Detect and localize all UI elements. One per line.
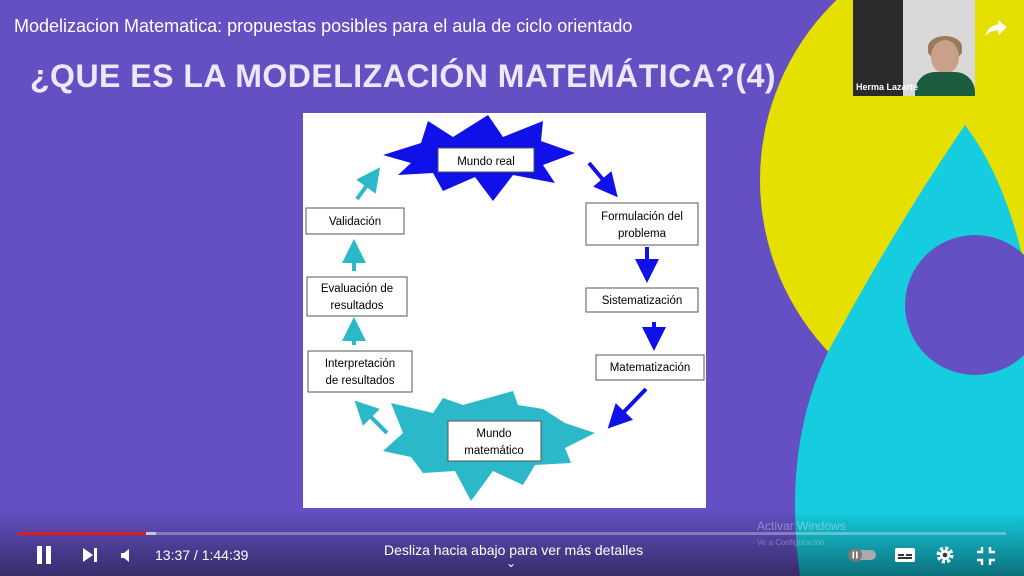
- participant-name: Herma Lazarte: [856, 82, 919, 92]
- node-mundo-real: Mundo real: [457, 156, 515, 168]
- subtitles-icon[interactable]: [894, 546, 916, 569]
- settings-icon[interactable]: [935, 545, 955, 570]
- node-interpretacion: Interpretación: [325, 358, 395, 370]
- node-formulacion-2: problema: [618, 228, 667, 240]
- video-title[interactable]: Modelizacion Matematica: propuestas posi…: [14, 16, 633, 36]
- node-validacion: Validación: [329, 216, 381, 228]
- model-diagram: Mundo real Formulación del problema Sist…: [303, 113, 706, 508]
- watermark-sub: Ve a Configuración: [757, 538, 825, 547]
- node-matematizacion: Matematización: [610, 362, 691, 374]
- progress-bar[interactable]: [18, 532, 1006, 535]
- slide-heading: ¿QUE ES LA MODELIZACIÓN MATEMÁTICA?(4): [30, 58, 777, 94]
- participant-video: Herma Lazarte: [853, 0, 975, 96]
- volume-icon[interactable]: [120, 548, 136, 568]
- node-mundo-matematico: Mundo: [476, 428, 511, 440]
- time-display: 13:37 / 1:44:39: [155, 547, 249, 563]
- autoplay-toggle[interactable]: [846, 547, 878, 568]
- node-evaluacion: Evaluación de: [321, 283, 393, 295]
- node-sistematizacion: Sistematización: [602, 295, 683, 307]
- chevron-down-icon[interactable]: ⌄: [506, 556, 517, 570]
- watermark: Activar Windows: [757, 519, 846, 533]
- share-icon[interactable]: [982, 14, 1010, 42]
- swipe-hint[interactable]: Desliza hacia abajo para ver más detalle…: [384, 542, 644, 558]
- node-formulacion: Formulación del: [601, 211, 683, 223]
- exit-fullscreen-icon[interactable]: [976, 546, 996, 571]
- pause-icon[interactable]: [34, 544, 54, 571]
- node-interpretacion-2: de resultados: [325, 375, 394, 387]
- node-evaluacion-2: resultados: [330, 300, 383, 312]
- node-mundo-matematico-2: matemático: [464, 445, 523, 457]
- purple-circle: [905, 235, 1024, 375]
- next-icon[interactable]: [81, 547, 99, 568]
